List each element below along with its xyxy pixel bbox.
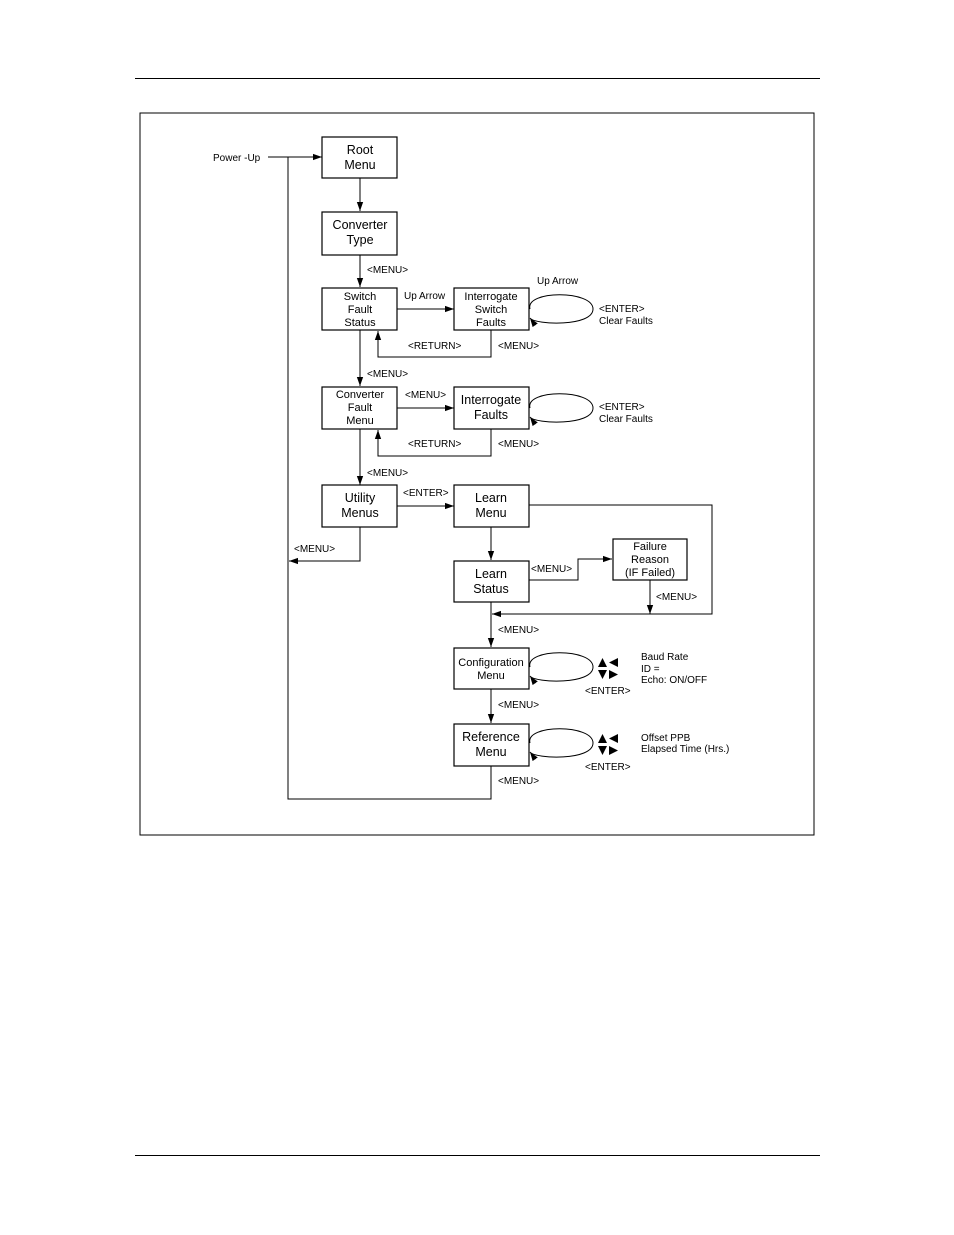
- label-menu-5: <MENU>: [498, 439, 539, 450]
- label-config-param-3: Echo: ON/OFF: [641, 675, 707, 686]
- label-enter-clear-1-line2: Clear Faults: [599, 316, 653, 327]
- node-converter-type-line2: Type: [346, 233, 373, 247]
- right-arrow-key-icon: [609, 746, 618, 755]
- node-converter-fault-menu-line1: Converter: [336, 389, 385, 401]
- node-converter-type: Converter Type: [321, 211, 398, 256]
- label-enter-clear-2-line2: Clear Faults: [599, 414, 653, 425]
- label-up-arrow-2: Up Arrow: [537, 276, 579, 287]
- node-configuration-menu-line1: Configuration: [458, 657, 523, 669]
- label-power-up: Power -Up: [213, 153, 261, 164]
- node-configuration-menu-line2: Menu: [477, 670, 505, 682]
- node-learn-menu-line2: Menu: [475, 506, 506, 520]
- label-return-1: <RETURN>: [408, 341, 462, 352]
- label-config-param-1: Baud Rate: [641, 652, 689, 663]
- right-arrow-key-icon: [609, 670, 618, 679]
- node-learn-menu: Learn Menu: [453, 484, 530, 528]
- node-learn-menu-line1: Learn: [475, 491, 507, 505]
- label-up-arrow-1: Up Arrow: [404, 291, 446, 302]
- label-menu-11: <MENU>: [498, 700, 539, 711]
- node-interrogate-switch-faults: Interrogate Switch Faults: [453, 287, 530, 331]
- node-interrogate-switch-faults-line2: Switch: [475, 304, 507, 316]
- arrow-keys-icon: [598, 658, 618, 679]
- label-config-param-2: ID =: [641, 664, 660, 675]
- node-learn-status-line1: Learn: [475, 567, 507, 581]
- label-enter-2: <ENTER>: [585, 686, 631, 697]
- label-menu-6: <MENU>: [367, 468, 408, 479]
- footer-rule: [135, 1155, 820, 1156]
- edge-labels: Power -Up <MENU> Up Arrow Up Arrow <ENTE…: [213, 153, 729, 787]
- node-converter-fault-menu-line2: Fault: [348, 402, 372, 414]
- label-menu-12: <MENU>: [498, 776, 539, 787]
- node-converter-fault-menu-line3: Menu: [346, 415, 374, 427]
- node-interrogate-switch-faults-line3: Faults: [476, 317, 506, 329]
- label-enter-clear-2-line1: <ENTER>: [599, 402, 645, 413]
- node-root-menu: Root Menu: [321, 136, 398, 179]
- node-switch-fault-status-line1: Switch: [344, 291, 376, 303]
- node-utility-menus-line2: Menus: [341, 506, 379, 520]
- node-failure-reason-line1: Failure: [633, 541, 667, 553]
- node-root-menu-line2: Menu: [344, 158, 375, 172]
- node-interrogate-faults-line2: Faults: [474, 408, 508, 422]
- label-menu-8: <MENU>: [531, 564, 572, 575]
- left-arrow-key-icon: [609, 658, 618, 667]
- node-failure-reason: Failure Reason (IF Failed): [612, 538, 688, 581]
- node-interrogate-switch-faults-line1: Interrogate: [464, 291, 517, 303]
- up-arrow-key-icon: [598, 734, 607, 743]
- connectors: [268, 153, 713, 800]
- up-arrow-key-icon: [598, 658, 607, 667]
- node-converter-fault-menu: Converter Fault Menu: [321, 386, 398, 430]
- node-converter-type-line1: Converter: [333, 218, 388, 232]
- node-switch-fault-status-line3: Status: [344, 317, 376, 329]
- node-learn-status-line2: Status: [473, 582, 508, 596]
- node-reference-menu: Reference Menu: [453, 723, 530, 767]
- node-failure-reason-line2: Reason: [631, 554, 669, 566]
- label-menu-3: <MENU>: [367, 369, 408, 380]
- node-switch-fault-status: Switch Fault Status: [321, 287, 398, 331]
- label-reference-param-1: Offset PPB: [641, 733, 691, 744]
- label-menu-7: <MENU>: [294, 544, 335, 555]
- down-arrow-key-icon: [598, 746, 607, 755]
- left-arrow-key-icon: [609, 734, 618, 743]
- diagram-frame: [139, 112, 815, 836]
- label-menu-4: <MENU>: [405, 390, 446, 401]
- node-utility-menus-line1: Utility: [345, 491, 376, 505]
- arrow-keys-icon: [598, 734, 618, 755]
- label-menu-1: <MENU>: [367, 265, 408, 276]
- label-menu-9: <MENU>: [656, 592, 697, 603]
- node-failure-reason-line3: (IF Failed): [625, 567, 675, 579]
- node-reference-menu-line1: Reference: [462, 730, 520, 744]
- label-menu-10: <MENU>: [498, 625, 539, 636]
- node-root-menu-line1: Root: [347, 143, 374, 157]
- label-menu-2: <MENU>: [498, 341, 539, 352]
- label-return-2: <RETURN>: [408, 439, 462, 450]
- node-configuration-menu: Configuration Menu: [453, 647, 530, 690]
- label-enter-clear-1-line1: <ENTER>: [599, 304, 645, 315]
- label-enter-1: <ENTER>: [403, 488, 449, 499]
- node-learn-status: Learn Status: [453, 560, 530, 603]
- down-arrow-key-icon: [598, 670, 607, 679]
- header-rule: [135, 78, 820, 79]
- label-enter-3: <ENTER>: [585, 762, 631, 773]
- node-interrogate-faults-line1: Interrogate: [461, 393, 522, 407]
- label-reference-param-2: Elapsed Time (Hrs.): [641, 744, 729, 755]
- node-switch-fault-status-line2: Fault: [348, 304, 372, 316]
- node-reference-menu-line2: Menu: [475, 745, 506, 759]
- node-utility-menus: Utility Menus: [321, 484, 398, 528]
- node-interrogate-faults: Interrogate Faults: [453, 386, 530, 430]
